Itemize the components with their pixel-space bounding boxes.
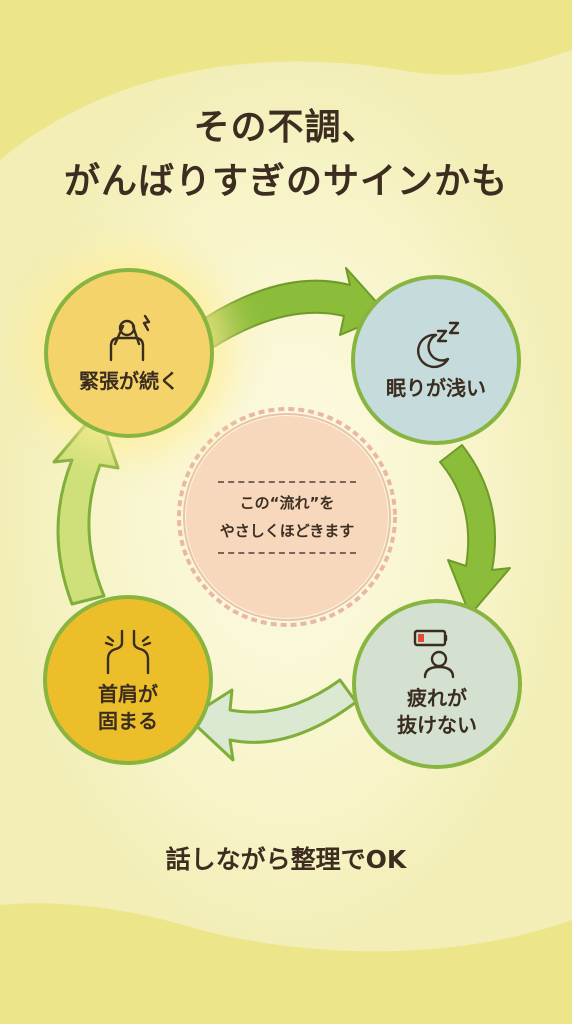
node-stiff-shoulders-label-2: 固まる: [98, 709, 158, 733]
center-ring: [177, 407, 397, 627]
footer-text: 話しながら整理でOK: [165, 845, 407, 874]
node-fatigue-label-1: 疲れが: [407, 686, 467, 710]
center-line-2: やさしくほどきます: [219, 522, 355, 540]
stiff-shoulders-icon: [104, 629, 152, 675]
title-line-2: がんばりすぎのサインかも: [63, 161, 508, 202]
node-light-sleep-label-1: 眠りが浅い: [386, 375, 486, 400]
divider-top: [218, 480, 356, 483]
moon-sleep-icon: [417, 321, 460, 368]
low-battery-person-icon: [413, 629, 455, 679]
stressed-person-icon: [109, 314, 151, 361]
center-line-1: この“流れ”を: [239, 493, 335, 512]
center-message: この“流れ”を やさしくほどきます: [186, 416, 388, 618]
node-fatigue: 疲れが 抜けない: [352, 599, 522, 769]
title-line-1: その不調、: [193, 107, 379, 148]
node-stiff-shoulders-label-1: 首肩が: [98, 682, 158, 706]
divider-bottom: [218, 551, 356, 554]
node-tension-label-1: 緊張が続く: [79, 368, 179, 393]
node-tension: 緊張が続く: [44, 268, 214, 438]
node-fatigue-label-2: 抜けない: [397, 713, 477, 737]
node-light-sleep: 眠りが浅い: [351, 275, 521, 445]
node-stiff-shoulders: 首肩が 固まる: [43, 595, 213, 765]
cycle-arrows: [52, 267, 511, 762]
